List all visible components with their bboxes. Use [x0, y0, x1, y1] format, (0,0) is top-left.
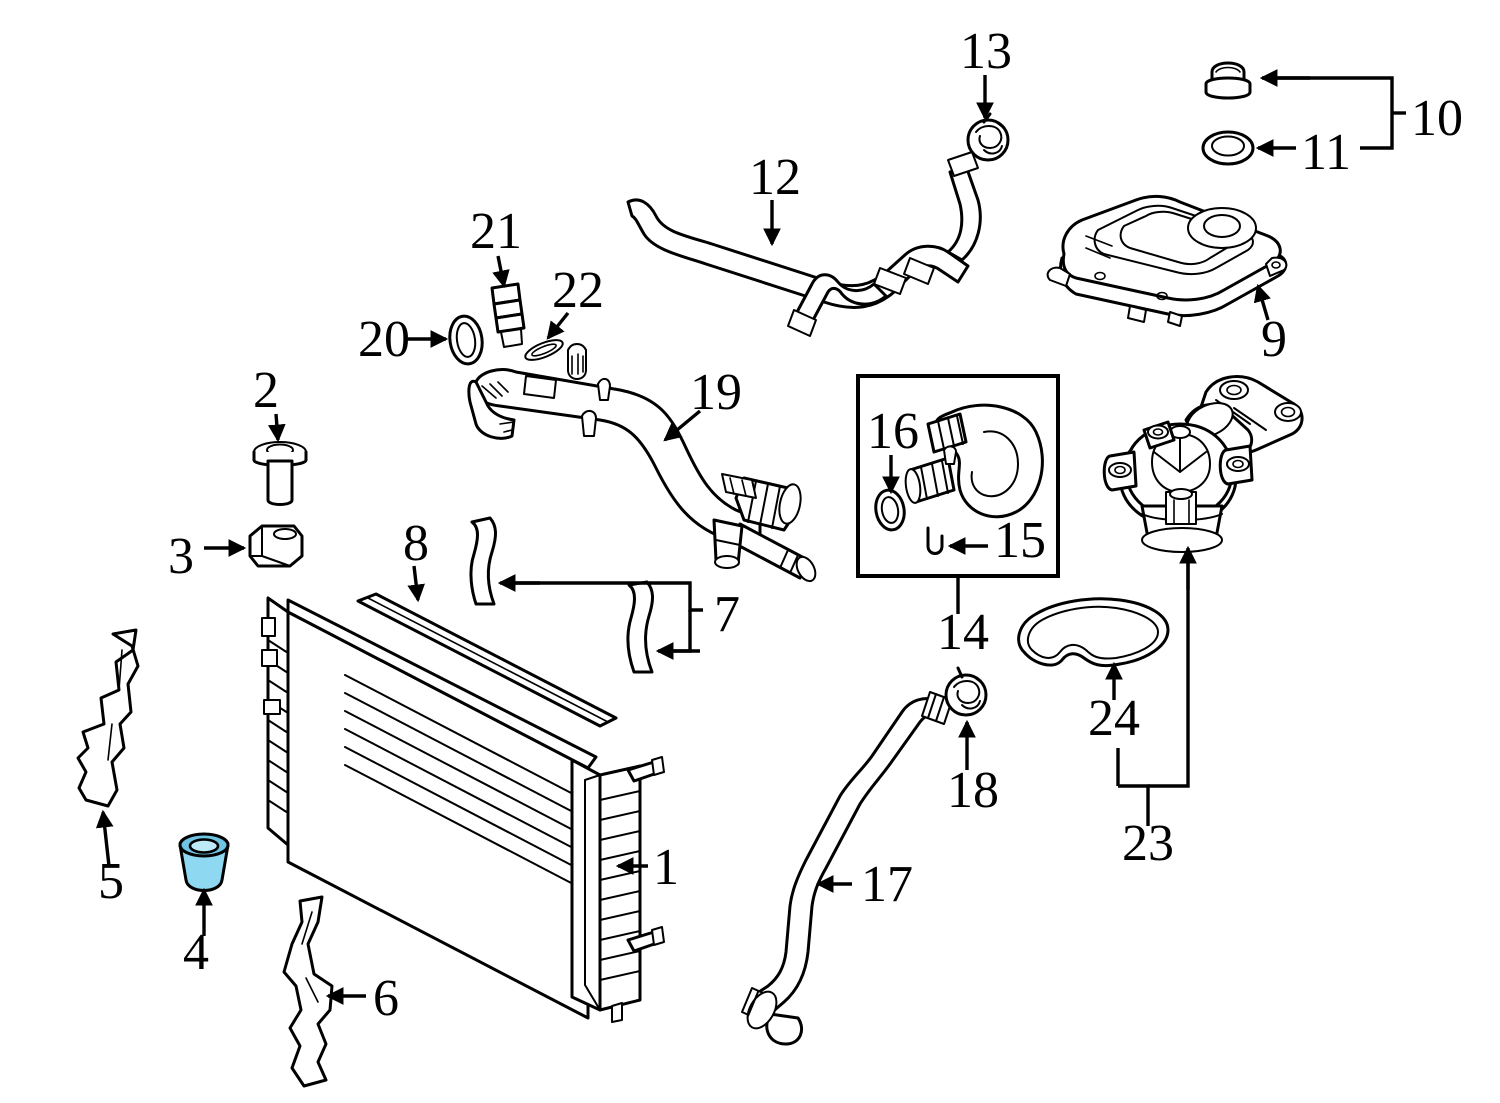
- part-water-pump-gasket: [1017, 597, 1170, 668]
- callout-label-22: 22: [552, 262, 604, 319]
- part-radiator: [261, 596, 665, 1023]
- callout-label-10: 10: [1411, 90, 1463, 147]
- part-coolant-expansion-tank: [1046, 194, 1288, 327]
- part-water-pump-assembly: [1102, 375, 1304, 553]
- part-air-guide-bracket-a: [469, 516, 497, 606]
- part-coolant-temperature-sensor: [490, 282, 526, 348]
- callout-label-15: 15: [994, 512, 1046, 569]
- callout-label-3: 3: [168, 528, 194, 585]
- callout-label-19: 19: [690, 364, 742, 421]
- part-air-deflector-left: [76, 628, 140, 808]
- part-coolant-pipe: [467, 343, 817, 583]
- callout-label-20: 20: [358, 311, 410, 368]
- part-reservoir-cap-seal: [1201, 130, 1255, 166]
- callout-label-7: 7: [714, 586, 740, 643]
- part-sensor-o-ring: [524, 339, 564, 361]
- callout-label-11: 11: [1301, 124, 1351, 181]
- leader-lines: [95, 69, 1406, 1005]
- part-air-guide-bracket-b: [626, 580, 654, 674]
- part-radiator-seal-strip: [356, 592, 618, 728]
- part-hose-spring-clamp-upper: [966, 112, 1010, 162]
- callout-label-6: 6: [373, 970, 399, 1027]
- part-coolant-pipe-seal: [448, 314, 484, 366]
- callout-label-23: 23: [1122, 815, 1174, 872]
- part-hose-spring-clamp-lower: [944, 666, 988, 717]
- callout-label-5: 5: [98, 853, 124, 910]
- callout-label-2: 2: [253, 362, 279, 419]
- inset-thermostat-housing: [856, 374, 1060, 578]
- part-reservoir-cap: [1204, 61, 1252, 100]
- part-mounting-bolt: [252, 441, 308, 506]
- callout-label-13: 13: [960, 23, 1012, 80]
- callout-label-16: 16: [867, 403, 919, 460]
- callout-label-8: 8: [403, 515, 429, 572]
- callout-label-17: 17: [861, 856, 913, 913]
- callout-label-18: 18: [947, 762, 999, 819]
- part-radiator-mount-bushing-highlighted: [178, 832, 230, 892]
- callout-label-4: 4: [183, 924, 209, 981]
- callout-label-1: 1: [653, 839, 679, 896]
- callout-label-12: 12: [749, 149, 801, 206]
- part-retainer-nut: [248, 524, 304, 568]
- callout-label-14: 14: [937, 604, 989, 661]
- callout-labels: 1 2 3 4 5 6 7 8 9 10 11 12 13 14 15 16 1…: [98, 23, 1463, 1027]
- part-radiator-hose-lower: [741, 691, 953, 1046]
- part-coolant-hose-upper: [626, 151, 982, 337]
- callout-label-9: 9: [1261, 311, 1287, 368]
- callout-label-21: 21: [470, 203, 522, 260]
- part-air-deflector-lower: [282, 895, 334, 1088]
- callout-label-24: 24: [1088, 690, 1140, 747]
